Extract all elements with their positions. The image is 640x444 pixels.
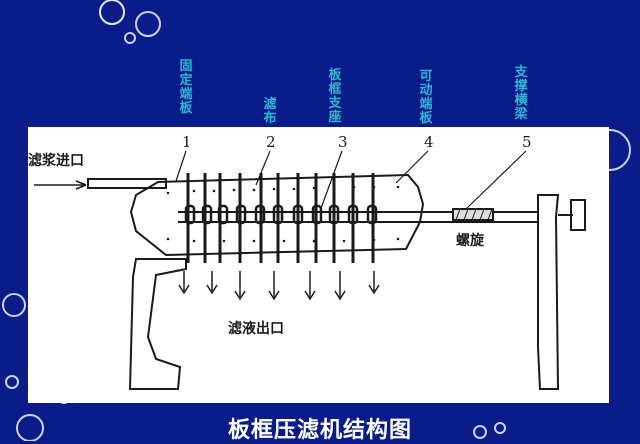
label-fixed-end-plate: 固定端板 — [179, 59, 193, 116]
number-2: 2 — [266, 133, 276, 151]
diagram-caption: 板框压滤机结构图 — [227, 418, 412, 443]
bubble — [2, 293, 26, 317]
handwheel — [570, 199, 586, 231]
inlet-arrow-head — [75, 180, 87, 190]
bubble — [99, 0, 125, 25]
number-1: 1 — [182, 133, 192, 151]
number-5: 5 — [522, 133, 532, 151]
number-4: 4 — [424, 133, 434, 151]
plate-supports — [184, 204, 378, 225]
filter-press-diagram: 1 2 3 4 5 滤浆进口 螺旋 滤液出口 — [28, 133, 586, 390]
diagram-panel: 1 2 3 4 5 滤浆进口 螺旋 滤液出口 — [28, 127, 609, 403]
bubble — [473, 425, 487, 439]
bubble — [16, 414, 44, 441]
screw-label: 螺旋 — [456, 232, 485, 249]
screw — [452, 208, 494, 221]
label-movable-end-plate: 可动端板 — [419, 69, 433, 126]
filtrate-outlet-label: 滤液出口 — [228, 320, 284, 337]
leader-3 — [319, 150, 343, 212]
number-3: 3 — [338, 133, 348, 151]
left-stand — [128, 258, 187, 390]
label-filter-cloth: 滤布 — [263, 97, 277, 126]
slurry-inlet-label: 滤浆进口 — [28, 152, 84, 169]
leader-4 — [395, 150, 429, 184]
bubble — [124, 32, 136, 44]
leader-1 — [175, 150, 187, 182]
filtrate-arrows — [178, 271, 380, 301]
label-plate-frame-support: 板框支座 — [328, 68, 342, 125]
leader-2 — [255, 150, 271, 186]
inlet-pipe — [87, 178, 167, 189]
bubble — [135, 11, 161, 37]
label-support-beam: 支撑横梁 — [514, 65, 528, 122]
press-body — [129, 173, 425, 257]
slurry-dots — [166, 185, 400, 243]
bubble — [5, 375, 19, 389]
bubble — [494, 422, 506, 434]
right-stand — [537, 194, 560, 390]
filter-plates — [186, 173, 375, 263]
leader-5 — [465, 150, 527, 210]
